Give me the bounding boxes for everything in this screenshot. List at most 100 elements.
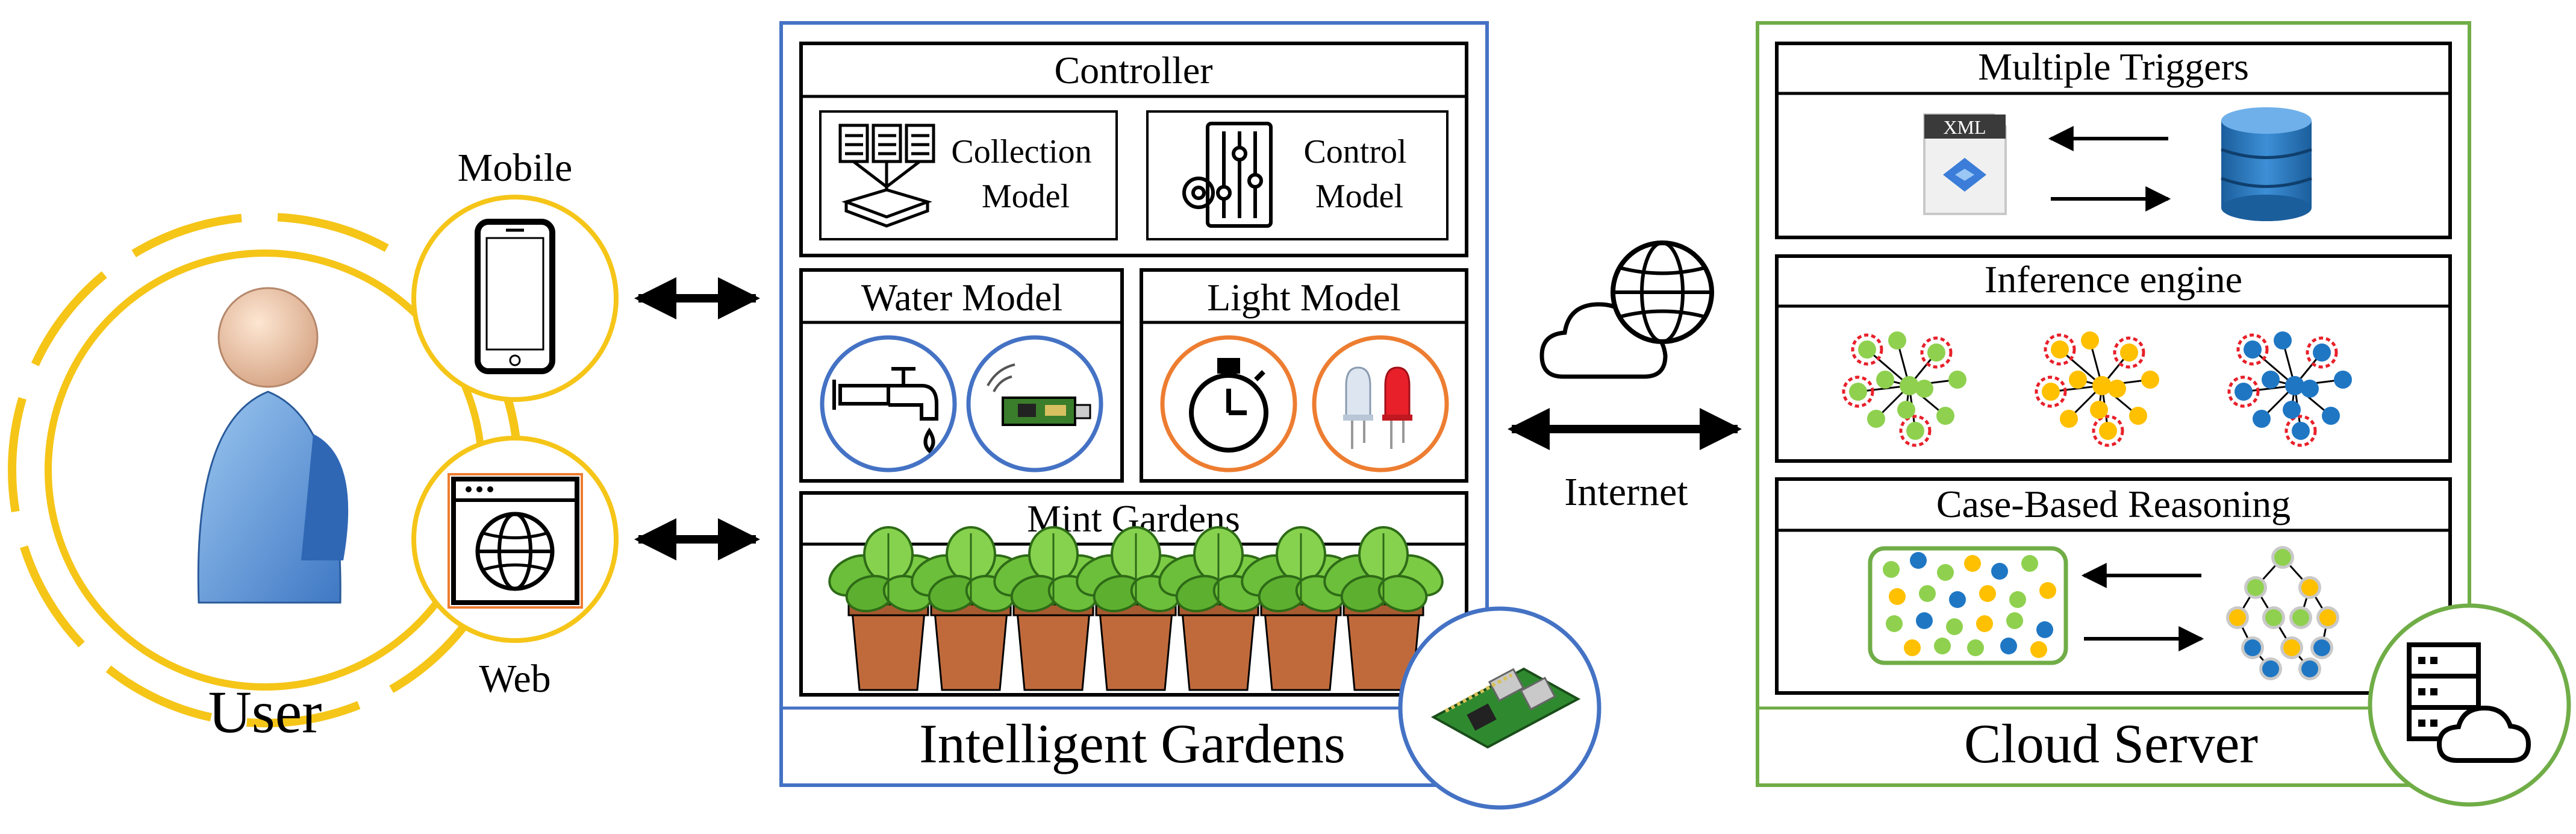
case-dot — [2036, 621, 2053, 638]
control-panel-icon — [1182, 122, 1273, 228]
graph-node — [2274, 331, 2292, 350]
graph-node — [1849, 383, 1867, 401]
graph-node-highlight — [2092, 415, 2124, 447]
tree-node — [2265, 609, 2282, 626]
case-dot — [1904, 639, 1921, 656]
case-dot — [2030, 641, 2047, 658]
gardens-title: Intelligent Gardens — [919, 713, 1346, 774]
mobile-label: Mobile — [458, 146, 573, 190]
tree-node — [2292, 609, 2309, 626]
case-dot — [1889, 588, 1906, 605]
graph-center-node — [1900, 376, 1919, 395]
person-icon — [197, 287, 349, 604]
web-client[interactable]: Web — [411, 436, 619, 701]
tree-node — [2262, 660, 2279, 677]
graph-node-highlight — [2236, 333, 2269, 366]
light-model-box: Light Model — [1140, 268, 1468, 483]
cbr-box: Case-Based Reasoning — [1775, 477, 2452, 695]
graph-node — [2141, 371, 2159, 389]
graph-node — [2081, 331, 2099, 350]
tree-node — [2283, 639, 2300, 656]
tree-node — [2313, 639, 2330, 656]
smartphone-icon — [475, 219, 555, 374]
case-dot — [1976, 615, 1993, 632]
case-base-box — [1868, 546, 2068, 665]
case-dot — [1967, 639, 1984, 656]
case-dot — [2009, 591, 2026, 608]
graph-node — [1858, 340, 1876, 359]
case-tree-icon — [2226, 546, 2339, 680]
cloud-globe-icon — [1539, 240, 1714, 379]
case-dot — [2000, 638, 2017, 654]
control-model-label: Control Model — [1303, 133, 1415, 215]
graph-node-highlight — [2284, 415, 2317, 447]
internet-group: Internet — [1508, 240, 1742, 514]
mint-gardens-box: Mint Gardens — [799, 491, 1468, 697]
case-dot — [1919, 585, 1936, 602]
raspberry-pi-icon — [1398, 606, 1601, 810]
database-icon — [2221, 107, 2312, 221]
case-dot — [1886, 615, 1903, 632]
server-cloud-icon — [2368, 603, 2571, 807]
graph-network-icon — [1842, 331, 2352, 447]
graph-node — [2060, 410, 2078, 428]
graph-node-highlight — [1920, 336, 1953, 369]
case-dot — [1946, 618, 1963, 635]
led-icon — [1343, 366, 1412, 449]
collection-model-label: Collection Model — [951, 133, 1100, 215]
case-dot — [2006, 612, 2023, 629]
graph-node — [1867, 410, 1885, 428]
graph-node — [2069, 371, 2087, 389]
stopwatch-icon — [1189, 358, 1268, 453]
case-dot — [1991, 563, 2008, 580]
control-model-box — [1146, 110, 1449, 240]
graph-node-highlight — [2113, 336, 2145, 369]
graph-node — [2283, 401, 2301, 419]
intelligent-gardens-panel: Intelligent Gardens Controller Collectio… — [779, 21, 1601, 810]
graph-node-highlight — [2035, 375, 2067, 408]
graph-node — [2244, 340, 2262, 359]
graph-node — [2235, 383, 2253, 401]
case-dot — [1964, 555, 1981, 572]
user-group: User — [8, 213, 522, 745]
graph-node — [2120, 343, 2138, 362]
case-dot — [2039, 582, 2056, 599]
controller-box: Controller Collection Model Co — [799, 42, 1468, 257]
graph-node-highlight — [1851, 333, 1883, 366]
graph-node — [2090, 401, 2108, 419]
case-dot — [1916, 612, 1933, 629]
graph-node — [1936, 407, 1954, 425]
tree-node — [2301, 660, 2318, 677]
tree-node — [2247, 579, 2264, 596]
graph-node — [2301, 380, 2319, 398]
graph-node — [2262, 371, 2280, 389]
graph-node — [2099, 422, 2117, 440]
graph-node — [2253, 410, 2271, 428]
graph-node — [1948, 371, 1966, 389]
graph-node-highlight — [2044, 333, 2076, 366]
graph-node-highlight — [1842, 375, 1874, 408]
browser-globe-icon — [448, 473, 583, 609]
case-dot — [1949, 591, 1966, 608]
tree-node — [2229, 609, 2246, 626]
inference-title: Inference engine — [1985, 258, 2242, 301]
graph-node — [1906, 422, 1924, 440]
case-dot — [1979, 585, 1996, 602]
graph-node — [2313, 343, 2331, 362]
graph-node — [1897, 401, 1915, 419]
graph-center-node — [2092, 376, 2112, 395]
inference-box: Inference engine — [1775, 254, 2452, 463]
mobile-client[interactable]: Mobile — [411, 146, 619, 402]
tree-node — [2274, 549, 2291, 566]
case-dot — [1910, 552, 1927, 569]
xml-label: XML — [1943, 116, 1986, 138]
case-dot — [1934, 638, 1951, 654]
faucet-icon — [832, 367, 938, 454]
graph-node — [1876, 371, 1894, 389]
cloud-server-panel: Cloud Server Multiple Triggers XML — [1756, 21, 2571, 807]
graph-node — [2042, 383, 2060, 401]
water-model-box: Water Model — [799, 268, 1124, 483]
graph-node-highlight — [1899, 415, 1932, 447]
graph-node — [2292, 422, 2310, 440]
